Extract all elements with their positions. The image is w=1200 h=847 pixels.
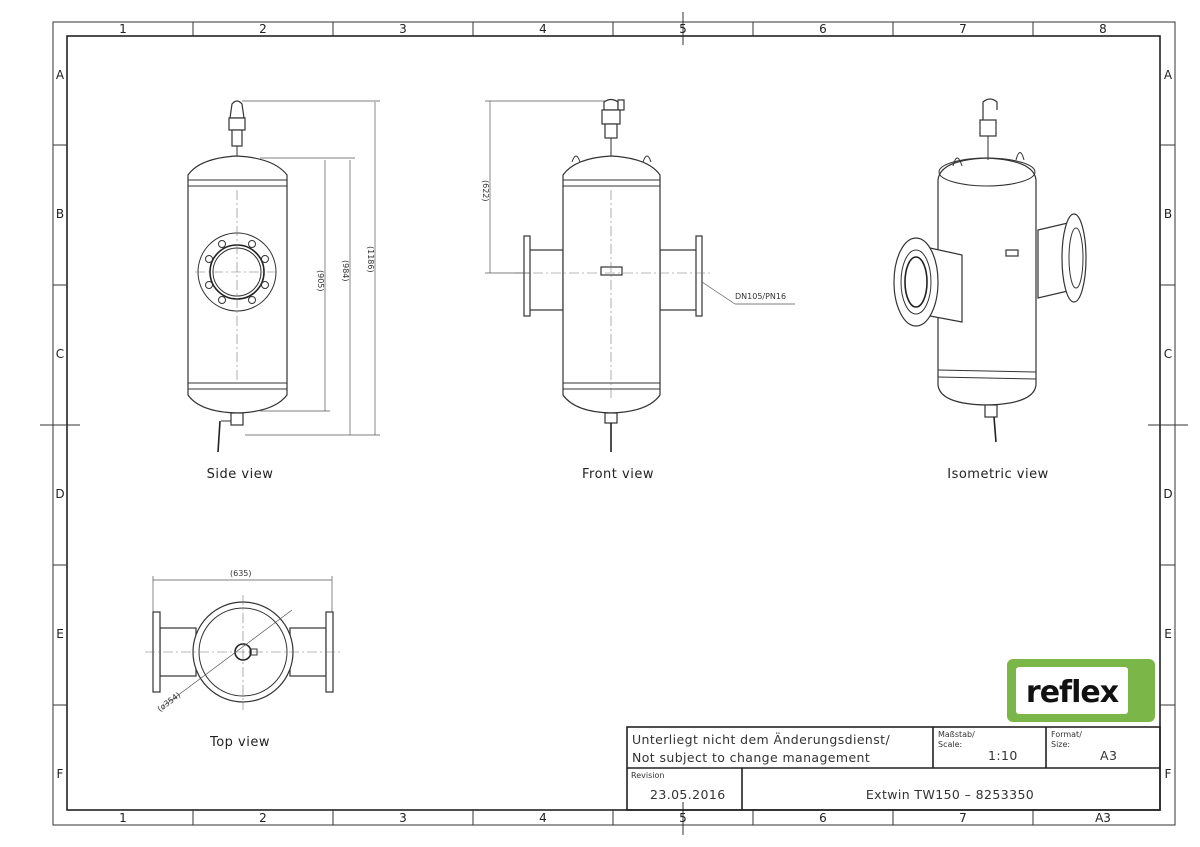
grid-col-label: 4 [539,811,547,825]
grid-col-label: A3 [1095,811,1111,825]
grid-row-label: D [1163,487,1172,501]
revision-label: Revision [631,771,664,780]
grid-row-label: C [1164,347,1172,361]
dimension-984: (984) [341,260,350,282]
dimension-1186: (1186) [366,246,375,273]
isometric-view: Isometric view [893,98,1087,482]
reflex-logo: reflex [1007,659,1155,722]
scale-value: 1:10 [988,748,1018,763]
grid-col-label: 4 [539,22,547,36]
grid-col-label: 8 [1099,22,1107,36]
top-view-caption: Top view [209,735,270,750]
grid-row-label: F [57,767,64,781]
grid-col-label: 7 [959,22,967,36]
front-view: (622) DN105/PN16 Front view [481,98,795,482]
format-value: A3 [1100,748,1117,763]
format-label: Format/ [1051,730,1082,739]
grid-row-label: E [56,627,64,641]
grid-col-label: 3 [399,811,407,825]
isometric-view-caption: Isometric view [947,467,1049,482]
dimension-diameter-354: (ø354) [156,691,183,714]
grid-dividers [40,12,1188,835]
top-view: (635) (ø354) Top view [145,569,340,750]
format-label-en: Size: [1051,740,1070,749]
dimension-905: (905) [316,270,325,292]
grid-col-label: 1 [119,811,127,825]
grid-col-label: 1 [119,22,127,36]
grid-row-label: C [56,347,64,361]
grid-col-label: 2 [259,811,267,825]
grid-col-label: 5 [679,811,687,825]
nozzle-label: DN105/PN16 [735,292,786,301]
scale-label: Maßstab/ [938,730,975,739]
grid-row-label: A [1164,68,1173,82]
grid-col-label: 6 [819,22,827,36]
front-view-caption: Front view [582,467,654,482]
grid-row-label: E [1164,627,1172,641]
dimension-635: (635) [230,569,252,578]
grid-row-label: B [56,207,64,221]
grid-col-label: 6 [819,811,827,825]
drawing-title: Extwin TW150 – 8253350 [866,787,1034,802]
grid-col-label: 2 [259,22,267,36]
dimension-622: (622) [481,180,490,202]
outer-frame [52,21,1176,826]
grid-col-label: 3 [399,22,407,36]
grid-row-label: B [1164,207,1172,221]
side-view-caption: Side view [207,467,274,482]
grid-col-label: 7 [959,811,967,825]
scale-label-en: Scale: [938,740,962,749]
grid-col-label: 5 [679,22,687,36]
grid-row-label: D [55,487,64,501]
revision-date: 23.05.2016 [650,787,726,802]
grid-row-label: A [56,68,65,82]
note-german: Unterliegt nicht dem Änderungsdienst/ [632,732,890,747]
side-view: (905) (984) (1186) Side view [187,100,380,482]
logo-text: reflex [1026,675,1119,710]
note-english: Not subject to change management [632,750,870,765]
grid-row-label: F [1165,767,1172,781]
title-block: Unterliegt nicht dem Änderungsdienst/ No… [626,726,1161,811]
